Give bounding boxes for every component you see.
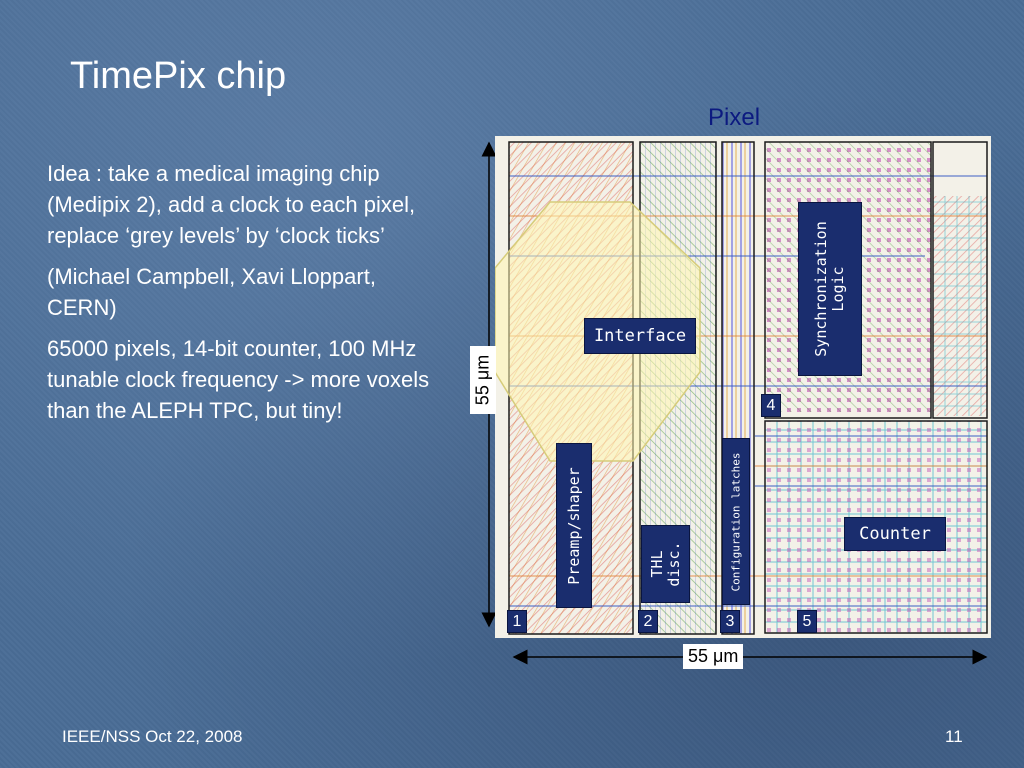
synchronization-logic-text: Synchronization Logic [812, 221, 847, 357]
slide-title: TimePix chip [70, 55, 287, 97]
thl-disc-text: THL disc. [647, 541, 683, 587]
synchronization-logic-label: Synchronization Logic [798, 202, 862, 376]
bullet-item: 65000 pixels, 14-bit counter, 100 MHz tu… [47, 336, 430, 423]
sync-line2: Logic [829, 266, 847, 312]
region-number-4: 4 [761, 394, 781, 417]
dimension-label-horizontal: 55 μm [683, 644, 744, 669]
pixel-heading: Pixel [708, 104, 761, 131]
bullet-item: Idea : take a medical imaging chip (Medi… [47, 161, 416, 248]
thl-line1: THL [647, 550, 666, 578]
region-number-1: 1 [507, 610, 527, 633]
region-number-2: 2 [638, 610, 658, 633]
sync-line1: Synchronization [812, 221, 830, 357]
thl-disc-label: THL disc. [641, 525, 690, 603]
configuration-latches-label: Configuration latches [722, 438, 750, 605]
dimension-label-vertical: 55 μm [470, 346, 496, 414]
pixel-layout-figure: Interface Preamp/shaper THL disc. Config… [495, 136, 991, 638]
region-number-3: 3 [720, 610, 740, 633]
region-number-5: 5 [797, 610, 817, 633]
footer-conference: IEEE/NSS Oct 22, 2008 [62, 727, 243, 746]
preamp-shaper-label: Preamp/shaper [556, 443, 592, 608]
bullet-list: Idea : take a medical imaging chip (Medi… [47, 158, 437, 436]
interface-label: Interface [584, 318, 696, 354]
configuration-latches-text: Configuration latches [729, 451, 743, 592]
page-number: 11 [945, 727, 963, 746]
counter-label: Counter [844, 517, 946, 551]
thl-line2: disc. [664, 541, 683, 587]
dimension-label-vertical-text: 55 μm [472, 354, 493, 406]
preamp-shaper-text: Preamp/shaper [565, 466, 583, 585]
bullet-item: (Michael Campbell, Xavi Lloppart, CERN) [47, 264, 376, 320]
